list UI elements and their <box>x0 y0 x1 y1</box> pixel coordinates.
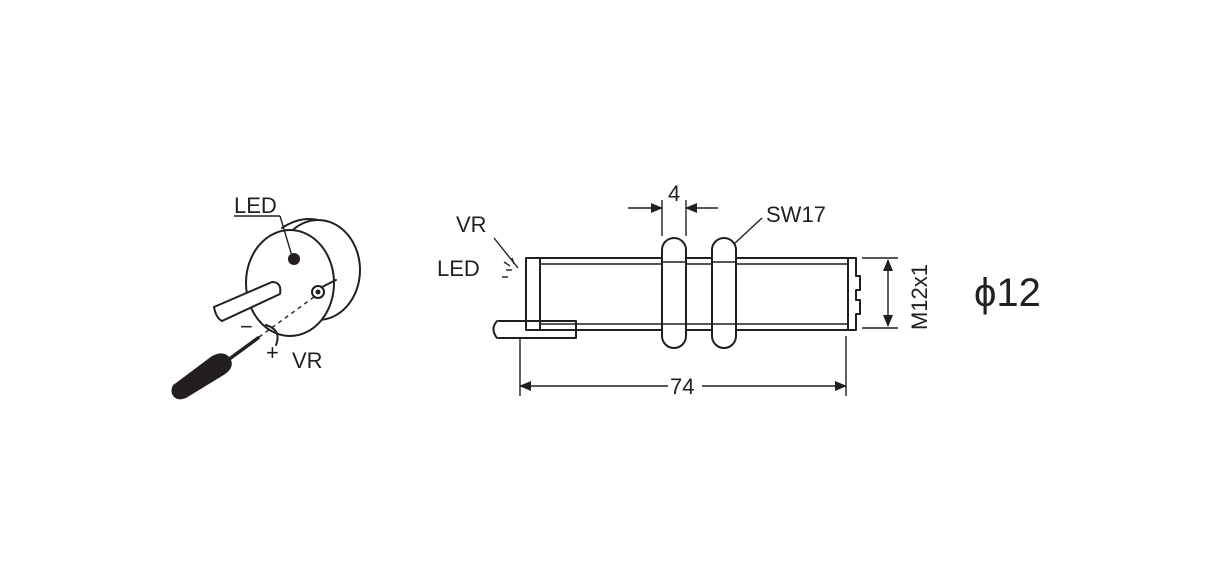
iso-housing-side <box>281 218 319 229</box>
sensor-body <box>539 257 849 331</box>
side-vr-label: VR <box>456 212 487 237</box>
iso-led-label: LED <box>234 193 277 218</box>
iso-vr-label: VR <box>292 348 323 373</box>
length-label: 74 <box>670 374 694 399</box>
screwdriver-handle <box>171 353 232 400</box>
sensing-face <box>847 257 861 331</box>
iso-front-face <box>245 229 335 337</box>
iso-view: LED − + VR <box>171 193 361 400</box>
thread-label: M12x1 <box>907 264 932 330</box>
diameter-label: ϕ12 <box>974 271 1041 315</box>
iso-adjust-arc <box>265 324 279 346</box>
side-led-label: LED <box>437 256 480 281</box>
iso-plus-sign: + <box>266 340 279 365</box>
iso-minus-sign: − <box>240 314 253 339</box>
iso-cable <box>213 281 282 322</box>
nut-1 <box>661 237 687 349</box>
led-light-rays <box>502 257 515 278</box>
nut-width-label: 4 <box>668 181 680 206</box>
iso-led-dot <box>288 253 300 265</box>
wrench-size-label: SW17 <box>766 202 826 227</box>
rear-cap <box>525 257 541 331</box>
nut-2 <box>711 237 737 349</box>
screwdriver-shaft <box>226 336 260 362</box>
side-view: 4 SW17 VR LED 74 M12x1 <box>437 181 932 399</box>
